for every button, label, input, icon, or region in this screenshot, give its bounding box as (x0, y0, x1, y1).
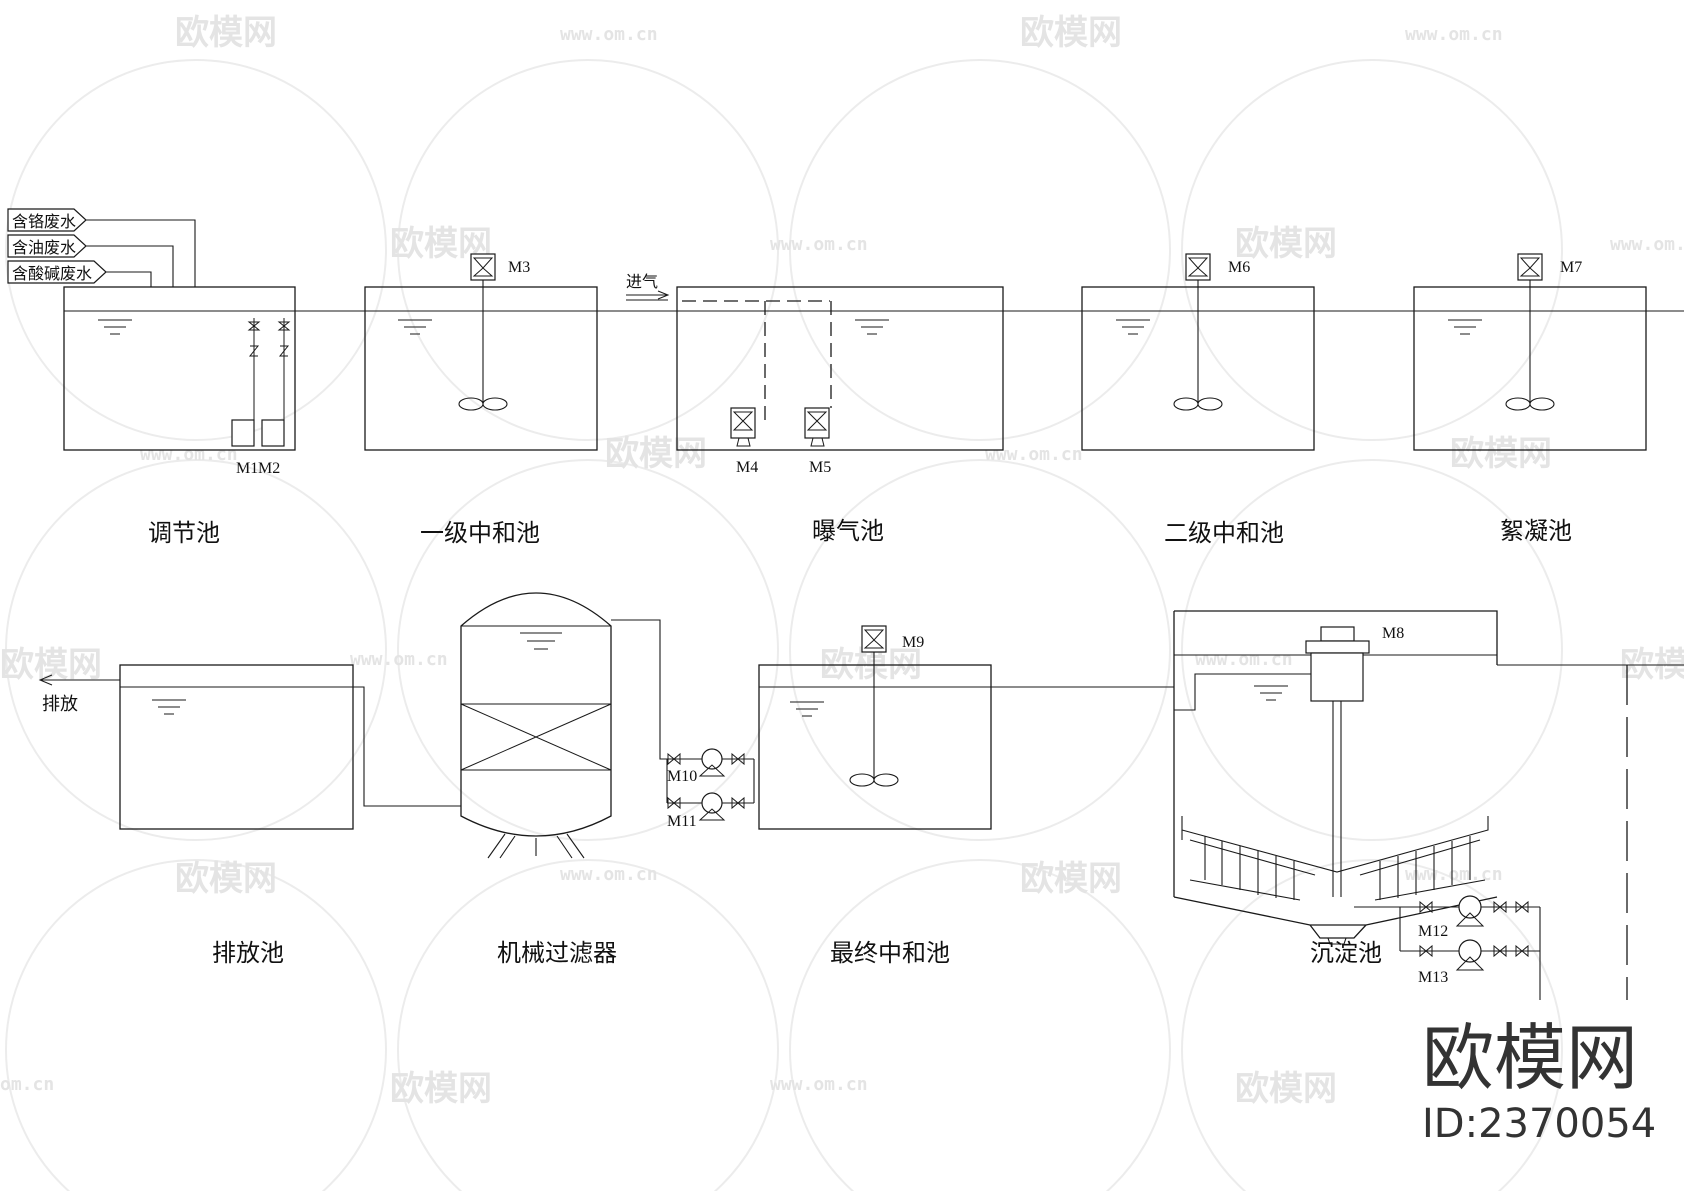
watermark-layer: 欧模网 欧模网 欧模网 欧模网 欧模网 欧模网 欧模网 欧模网 欧模网 欧模网 … (0, 13, 1684, 1191)
sedimentation-tank: M8 (1173, 610, 1684, 1000)
discharge-outlet: 排放 (38, 674, 120, 715)
equipment-tag: M11 (667, 813, 697, 830)
watermark-brand: 欧模网 (1450, 434, 1552, 474)
equipment-tag: M12 (1418, 923, 1448, 940)
watermark-url: www.om.cn (985, 444, 1083, 465)
watermark-url: www.om.cn (1195, 649, 1293, 670)
inlet-acid-base: 含酸碱废水 (7, 260, 152, 287)
inlet-oil: 含油废水 (7, 234, 174, 287)
watermark-url: om.cn (0, 1074, 54, 1095)
tank-label: 二级中和池 (1164, 519, 1284, 547)
tank-label: 最终中和池 (830, 939, 950, 967)
watermark-brand: 欧模网 (1235, 1069, 1337, 1109)
discharge-tank (119, 664, 461, 830)
tank-label: 排放池 (212, 939, 284, 967)
watermark-brand: 欧模网 (175, 859, 277, 899)
inlet-chromium: 含铬废水 (7, 208, 196, 287)
watermark-brand: 欧模网 (175, 13, 277, 53)
watermark-brand: 欧模网 (605, 434, 707, 474)
equipment-tag: M6 (1228, 259, 1250, 276)
corner-logo: 欧模网 ID:2370054 (1422, 1016, 1656, 1147)
pump-m10: M10 (666, 748, 754, 803)
watermark-url: www.om.cn (1610, 234, 1684, 255)
equipment-tag: M4 (736, 459, 758, 476)
inlet-label: 含铬废水 (12, 212, 76, 231)
tank-label: 絮凝池 (1500, 517, 1572, 545)
watermark-url: www.om.cn (1405, 864, 1503, 885)
watermark-url: www.om.cn (770, 234, 868, 255)
mechanical-filter (460, 592, 667, 859)
inlet-label: 含酸碱废水 (12, 264, 92, 283)
watermark-brand: 欧模网 (390, 1069, 492, 1109)
logo-brand: 欧模网 (1422, 1016, 1638, 1100)
pump-m12: M12 (1399, 895, 1541, 1000)
watermark-brand: 欧模网 (1020, 13, 1122, 53)
equipment-tag: M9 (902, 634, 924, 651)
equipment-tag: M1 (236, 460, 258, 477)
inlet-label: 含油废水 (12, 238, 76, 257)
neutralization-tank-2: M6 (1081, 253, 1315, 451)
equipment-tag: M13 (1418, 969, 1448, 986)
pump-m1 (231, 419, 255, 447)
tank-label: 机械过滤器 (497, 939, 617, 967)
neutralization-tank-1: M3 (364, 253, 598, 451)
equipment-tag: M7 (1560, 259, 1582, 276)
watermark-url: www.om.cn (560, 24, 658, 45)
pump-m13: M13 (1400, 939, 1540, 986)
watermark-url: www.om.cn (350, 649, 448, 670)
watermark-brand: 欧模网 (1235, 224, 1337, 264)
equipment-tag: M2 (258, 460, 280, 477)
watermark-url: www.om.cn (1405, 24, 1503, 45)
aeration-tank: 进气 M4 M5 (626, 272, 1004, 476)
pump-m2 (261, 419, 285, 447)
discharge-label: 排放 (42, 694, 78, 715)
flocculation-tank: M7 (1413, 253, 1647, 451)
watermark-brand: 欧模网 (1020, 859, 1122, 899)
equipment-tag: M8 (1382, 625, 1404, 642)
air-inlet-label: 进气 (626, 272, 658, 291)
watermark-url: www.om.cn (560, 864, 658, 885)
regulating-tank: M1 M2 (63, 286, 296, 477)
watermark-url: www.om.cn (140, 444, 238, 465)
equipment-tag: M3 (508, 259, 530, 276)
logo-id: ID:2370054 (1422, 1101, 1656, 1147)
watermark-brand: 欧模网 (0, 645, 102, 685)
equipment-tag: M5 (809, 459, 831, 476)
equipment-tag: M10 (667, 768, 697, 785)
tank-label: 调节池 (148, 519, 220, 547)
final-neutralization-tank: M9 (758, 625, 1174, 830)
tank-label: 一级中和池 (420, 519, 540, 547)
tank-label: 曝气池 (812, 517, 884, 545)
watermark-url: www.om.cn (770, 1074, 868, 1095)
pump-m11: M11 (667, 759, 755, 830)
tank-label: 沉淀池 (1310, 939, 1382, 967)
